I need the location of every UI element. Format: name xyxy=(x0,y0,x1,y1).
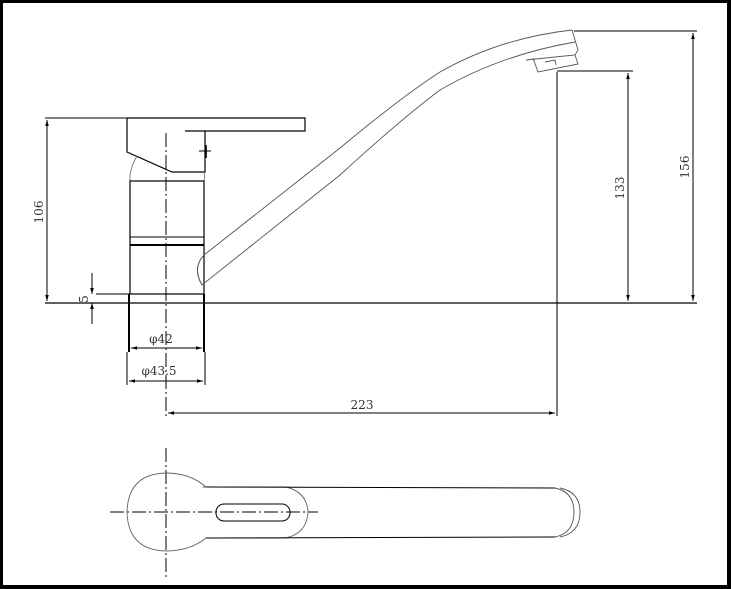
dim-base-diameter-inner: φ42 xyxy=(149,332,173,346)
lever-slot xyxy=(215,503,291,522)
dim-spout-reach: 223 xyxy=(351,398,374,412)
dim-body-height: 106 xyxy=(32,201,46,224)
spout xyxy=(197,29,576,286)
plan-outline xyxy=(126,472,309,552)
dim-base-diameter-outer: φ43.5 xyxy=(141,364,176,378)
dim-spout-outlet-height: 133 xyxy=(613,177,627,200)
top-plan-view xyxy=(110,448,581,578)
dim-total-height: 156 xyxy=(678,156,692,179)
dim-base-thickness: 5 xyxy=(77,295,91,303)
aerator xyxy=(525,29,579,73)
handle-lever xyxy=(126,117,306,173)
side-elevation-view: 106 5 φ42 φ43.5 223 133 156 xyxy=(32,29,697,418)
